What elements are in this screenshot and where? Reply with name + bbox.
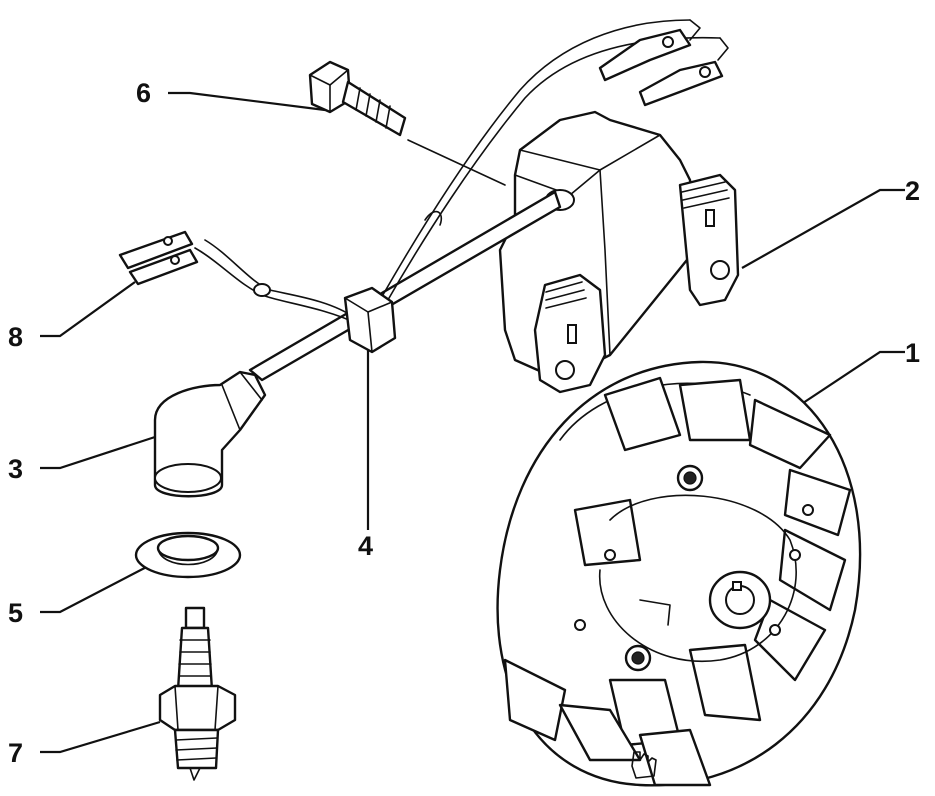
hand-pointer-icon xyxy=(631,751,657,779)
lead-clamp xyxy=(343,286,397,354)
leader-line-6 xyxy=(168,91,326,112)
callout-1: 1 xyxy=(905,338,920,368)
callout-7: 7 xyxy=(8,738,23,768)
leader-line-1 xyxy=(799,350,905,406)
callout-labels: 1 2 3 4 5 6 7 8 xyxy=(8,78,920,768)
callout-5: 5 xyxy=(8,598,23,628)
leader-lines xyxy=(40,91,905,754)
leader-line-3 xyxy=(40,435,156,470)
spark-plug-cap xyxy=(153,370,267,498)
leader-line-8 xyxy=(40,281,136,338)
flywheel-fin-1 xyxy=(603,376,682,452)
flywheel-fin-4 xyxy=(783,468,852,537)
callout-4: 4 xyxy=(358,531,373,561)
spark-plug-hex xyxy=(158,684,237,732)
callout-6: 6 xyxy=(136,78,151,108)
callout-8: 8 xyxy=(8,322,23,352)
flywheel xyxy=(496,360,862,787)
flywheel-fin-6 xyxy=(753,598,827,682)
flywheel-fin-7 xyxy=(688,643,762,722)
primary-wires xyxy=(379,19,729,306)
spark-plug xyxy=(158,606,237,781)
connector-8-b xyxy=(128,248,199,286)
bolt-axis-line xyxy=(407,139,506,186)
leader-line-2 xyxy=(741,188,905,269)
callout-3: 3 xyxy=(8,454,23,484)
flywheel-fin-3 xyxy=(748,398,832,470)
bolt xyxy=(308,60,407,137)
flywheel-fin-12 xyxy=(573,498,642,567)
flywheel-fin-11 xyxy=(638,728,712,787)
grommet xyxy=(134,531,242,579)
ground-wire-harness xyxy=(118,230,359,325)
flywheel-fin-9 xyxy=(503,658,567,742)
flywheel-fin-2 xyxy=(678,378,752,442)
ignition-coil xyxy=(498,110,740,394)
leader-line-5 xyxy=(40,559,161,614)
callout-2: 2 xyxy=(905,176,920,206)
leader-line-7 xyxy=(40,720,161,754)
